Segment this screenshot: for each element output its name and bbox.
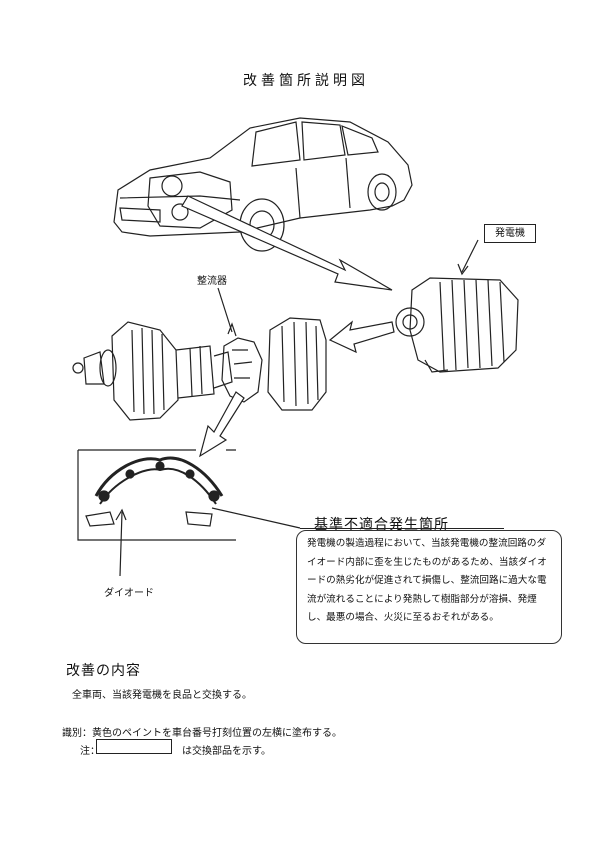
replacement-part-legend-box <box>96 739 172 754</box>
generator-illustration <box>395 277 519 373</box>
page-title: 改善箇所説明図 <box>243 73 369 89</box>
nonconformity-callout-line <box>211 507 301 529</box>
rectifier-detail-photo <box>77 449 236 541</box>
note-text: は交換部品を示す。 <box>182 746 271 757</box>
generator-callout-line <box>461 239 479 273</box>
exploded-view-illustration <box>72 317 327 421</box>
description-text: 発電機の製造過程において、当該発電機の整流回路のダイオード内部に歪を生じたものが… <box>307 538 547 624</box>
improvement-body: 全車両、当該発電機を良品と交換する。 <box>72 690 252 701</box>
identification-text: 識別：黄色のペイントを車台番号打刻位置の左横に塗布する。 <box>62 728 342 739</box>
rectifier-callout-arrowhead <box>227 322 237 337</box>
arrow-car-to-generator <box>181 195 393 291</box>
description-box: 発電機の製造過程において、当該発電機の整流回路のダイオード内部に歪を生じたものが… <box>296 530 562 644</box>
diode-callout-arrowhead <box>115 508 127 521</box>
rectifier-callout-line <box>217 287 233 333</box>
generator-callout-arrowhead <box>457 263 469 276</box>
arrow-generator-to-exploded <box>328 320 395 354</box>
note-label: 注： <box>80 746 100 757</box>
arrow-to-detail <box>199 391 245 458</box>
improvement-heading: 改善の内容 <box>66 663 141 679</box>
generator-label: 発電機 <box>484 224 536 243</box>
diode-callout-line <box>119 511 123 577</box>
rectifier-label: 整流器 <box>197 276 227 287</box>
diode-label: ダイオード <box>104 588 154 599</box>
nonconformity-heading: 基準不適合発生箇所 <box>314 517 449 533</box>
nonconformity-underline <box>300 528 504 529</box>
